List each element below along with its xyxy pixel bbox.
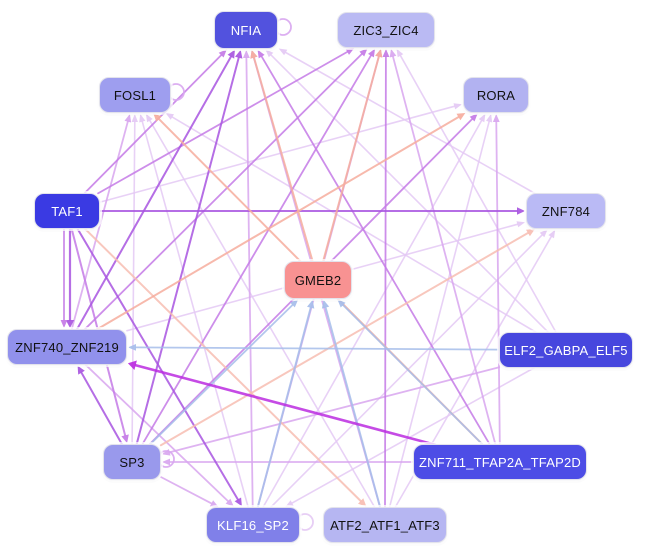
arrowhead-ATF2_ATF1_ATF3-RORA [486,113,493,123]
edge-TAF1-NFIA [83,54,223,195]
arrowhead-ATF2_ATF1_ATF3-GMEB2 [321,299,330,309]
arrowhead-ELF2_GABPA_ELF5-ZIC3_ZIC4 [396,48,404,58]
edge-SP3-NFIA [135,56,240,445]
edge-GMEB2-NFIA [253,56,314,262]
edge-ELF2_GABPA_ELF5-NFIA [270,54,550,334]
edge-ELF2_GABPA_ELF5-ZIC3_ZIC4 [399,54,557,333]
arrowhead-ATF2_ATF1_ATF3-FOSL1 [145,113,153,123]
arrowhead-ZNF711_TFAP2A_TFAP2D-ZNF740_ZNF219 [127,360,137,370]
node-KLF16_SP2[interactable]: KLF16_SP2 [206,507,300,543]
edge-ATF2_ATF1_ATF3-RORA [388,120,490,508]
arrowhead-KLF16_SP2-ZNF784 [539,229,548,238]
arrowhead-KLF16_SP2-NFIA [243,50,250,58]
arrowhead-SP3-RORA [469,113,478,122]
edge-ZNF711_TFAP2A_TFAP2D-ZNF740_ZNF219 [134,363,437,447]
arrowhead-ZNF711_TFAP2A_TFAP2D-RORA [492,114,500,122]
node-ZNF740_ZNF219[interactable]: ZNF740_ZNF219 [7,329,127,365]
arrowhead-ZNF740_ZNF219-RORA [456,113,466,121]
arrowhead-GMEB2-ZIC3_ZIC4 [375,48,383,58]
arrowhead-SP3-ZIC3_ZIC4 [368,48,375,58]
arrowhead-TAF1-KLF16_SP2 [234,497,242,507]
arrowhead-TAF1-RORA [453,103,463,110]
edge-ATF2_ATF1_ATF3-FOSL1 [149,119,376,508]
edge-SP3-FOSL1 [131,121,136,445]
arrowhead-SP3-GMEB2 [290,299,299,308]
edge-ZNF740_ZNF219-RORA [95,116,460,331]
arrowhead-ZNF711_TFAP2A_TFAP2D-ZIC3_ZIC4 [389,48,397,58]
arrowhead-ZNF784-NFIA [278,48,288,56]
arrowhead-ELF2_GABPA_ELF5-ZNF740_ZNF219 [128,344,136,351]
edge-ZNF740_ZNF219-FOSL1 [70,120,129,330]
arrowhead-ZNF711_TFAP2A_TFAP2D-FOSL1 [153,113,162,122]
edge-SP3-ZNF740_ZNF219 [80,371,123,446]
arrowhead-ATF2_ATF1_ATF3-ZNF784 [548,229,556,239]
arrowhead-ATF2_ATF1_ATF3-ZIC3_ZIC4 [382,49,390,57]
edge-ZNF711_TFAP2A_TFAP2D-NFIA [260,55,491,446]
arrowhead-SP3-ZNF784 [526,229,535,237]
node-ZNF784[interactable]: ZNF784 [526,193,606,229]
node-NFIA[interactable]: NFIA [214,11,278,49]
edge-TAF1-ATF2_ATF1_ATF3 [83,227,362,502]
node-RORA[interactable]: RORA [463,77,529,113]
edge-ATF2_ATF1_ATF3-ZIC3_ZIC4 [384,56,387,508]
edge-KLF16_SP2-RORA [262,119,483,508]
node-ZIC3_ZIC4[interactable]: ZIC3_ZIC4 [337,12,435,48]
edge-ZNF740_ZNF219-ZIC3_ZIC4 [83,53,363,331]
edge-SP3-KLF16_SP2 [159,476,213,505]
arrowhead-TAF1-ZNF784 [517,207,525,215]
arrowhead-ZNF711_TFAP2A_TFAP2D-SP3 [162,458,170,466]
node-GMEB2[interactable]: GMEB2 [284,261,352,299]
edge-ZNF711_TFAP2A_TFAP2D-ZIC3_ZIC4 [392,55,497,445]
edge-TAF1-RORA [99,105,456,203]
arrowhead-ZNF740_ZNF219-NFIA [227,49,235,59]
edge-ELF2_GABPA_ELF5-FOSL1 [171,116,538,334]
arrowhead-ELF2_GABPA_ELF5-NFIA [265,49,274,58]
arrowhead-SP3-FOSL1 [131,114,138,122]
edge-ELF2_GABPA_ELF5-ZNF740_ZNF219 [135,346,500,351]
edge-GMEB2-ZIC3_ZIC4 [322,55,380,262]
node-SP3[interactable]: SP3 [103,444,161,480]
arrowhead-SP3-NFIA [235,49,243,59]
edge-SP3-ZNF784 [159,232,529,447]
arrowhead-ZNF740_ZNF219-FOSL1 [124,113,132,123]
arrowhead-TAF1-ZNF740_ZNF219 [65,320,75,328]
node-ATF2_ATF1_ATF3[interactable]: ATF2_ATF1_ATF3 [323,507,447,543]
arrowhead-ZNF711_TFAP2A_TFAP2D-NFIA [257,49,265,59]
edge-ZNF711_TFAP2A_TFAP2D-GMEB2 [342,304,484,446]
arrowhead-TAF1-NFIA [218,49,227,58]
arrowhead-ELF2_GABPA_ELF5-FOSL1 [165,113,174,120]
arrowhead-TAF1-ZIC3_ZIC4 [345,48,355,55]
edge-SP3-GMEB2 [149,304,294,446]
edge-ZNF740_ZNF219-KLF16_SP2 [84,363,229,503]
edge-TAF1-KLF16_SP2 [76,227,239,501]
arrowhead-TAF1-SP3 [121,434,129,444]
node-TAF1[interactable]: TAF1 [34,193,100,229]
node-ELF2_GABPA_ELF5[interactable]: ELF2_GABPA_ELF5 [499,332,633,368]
arrowhead-SP3-ZNF740_ZNF219 [77,365,85,375]
node-ZNF711_TFAP2A_TFAP2D[interactable]: ZNF711_TFAP2A_TFAP2D [413,444,587,480]
arrowhead-ZNF740_ZNF219-KLF16_SP2 [225,498,234,507]
edge-SP3-ZIC3_ZIC4 [141,54,372,446]
arrowhead-KLF16_SP2-GMEB2 [307,299,315,309]
edge-ATF2_ATF1_ATF3-GMEB2 [324,306,382,508]
edge-ELF2_GABPA_ELF5-KLF16_SP2 [291,366,536,504]
edge-KLF16_SP2-NFIA [245,57,254,508]
arrowhead-ZNF740_ZNF219-ZNF784 [516,221,526,228]
arrowhead-TAF1-ATF2_ATF1_ATF3 [358,498,367,507]
edge-ELF2_GABPA_ELF5-SP3 [168,366,501,454]
arrowhead-GMEB2-NFIA [250,49,258,59]
edge-ZNF740_ZNF219-NFIA [76,55,232,331]
arrowhead-SP3-KLF16_SP2 [209,500,219,508]
arrowhead-ELF2_GABPA_ELF5-KLF16_SP2 [285,500,294,507]
edge-KLF16_SP2-GMEB2 [256,306,312,508]
arrowhead-ZNF740_ZNF219-ZIC3_ZIC4 [359,48,368,57]
arrowhead-ZNF711_TFAP2A_TFAP2D-GMEB2 [337,299,346,308]
edge-ZNF711_TFAP2A_TFAP2D-RORA [495,121,501,445]
node-FOSL1[interactable]: FOSL1 [99,77,171,113]
arrowhead-KLF16_SP2-RORA [478,113,486,123]
arrowhead-KLF16_SP2-FOSL1 [139,113,146,123]
arrowhead-TAF1-ZNF740_ZNF219 [60,320,68,328]
